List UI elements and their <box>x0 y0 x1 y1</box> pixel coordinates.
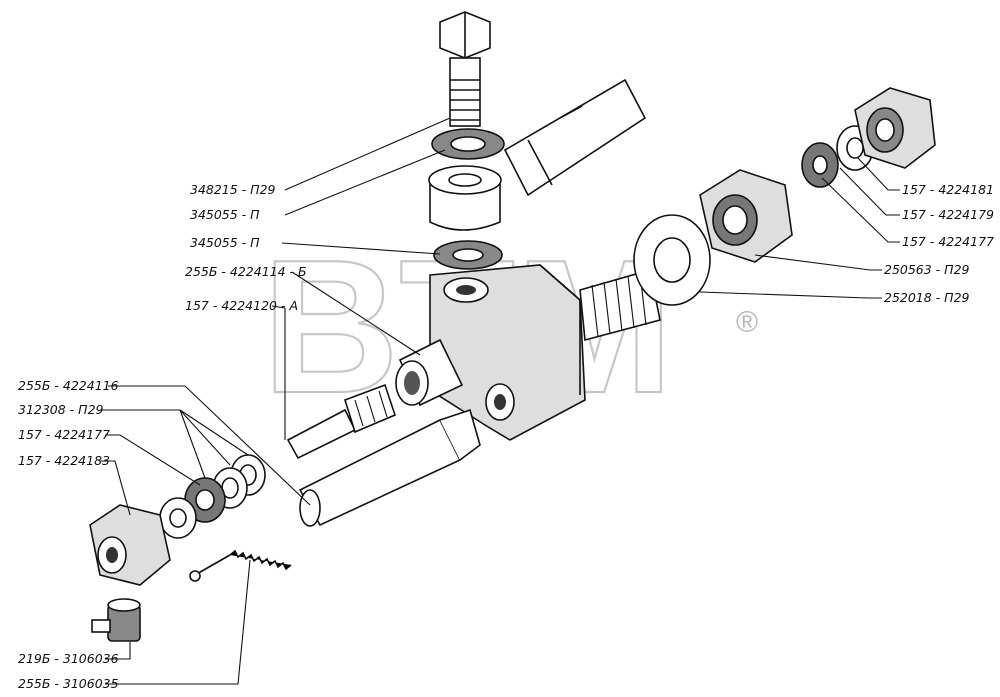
label-nut-left: 157 - 4224183 <box>18 453 110 468</box>
label-union-fitting: 255Б - 4224114 - Б <box>185 264 307 279</box>
left-washers-drawing <box>159 454 266 539</box>
banjo-eye-drawing <box>428 165 502 231</box>
left-nut-drawing <box>89 504 171 586</box>
label-bolt: 348215 - П29 <box>190 182 276 197</box>
label-washer-left: 157 - 4224177 <box>18 427 110 442</box>
label-valve-core: 219Б - 3106036 <box>18 651 119 666</box>
right-parts-drawing <box>633 87 936 306</box>
hose-drawing <box>503 78 647 197</box>
label-valve-spring: 255Б - 3106035 <box>18 676 119 691</box>
valve-stem-drawing <box>286 383 396 460</box>
label-nut-right-big: 250563 - П29 <box>884 262 970 277</box>
label-washer-mid: 345055 - П <box>190 235 260 250</box>
watermark-registered-mark: ® <box>736 306 758 339</box>
long-tube-drawing <box>298 408 481 527</box>
label-washer-top: 345055 - П <box>190 207 260 222</box>
label-washer-right: 157 - 4224177 <box>902 234 994 249</box>
part-labels: 348215 - П29 345055 - П 345055 - П 255Б … <box>18 182 994 691</box>
washer-mid-drawing <box>433 240 503 270</box>
valve-spring-drawing <box>189 549 292 582</box>
union-fitting-drawing <box>395 338 464 407</box>
valve-body-drawing <box>429 264 661 441</box>
bolt-drawing <box>439 11 491 127</box>
washer-top-drawing <box>431 128 505 160</box>
label-flat-washer-big: 252018 - П29 <box>884 290 970 305</box>
label-gasket-left: 312308 - П29 <box>18 402 104 417</box>
label-nut-right-small: 157 - 4224181 <box>902 182 994 197</box>
label-gasket-right: 157 - 4224179 <box>902 207 994 222</box>
leader-lines <box>100 117 900 685</box>
label-valve-stem: 157 - 4224120 - А <box>185 298 298 313</box>
valve-core-drawing <box>91 598 141 642</box>
label-long-tube: 255Б - 4224116 <box>18 378 119 393</box>
